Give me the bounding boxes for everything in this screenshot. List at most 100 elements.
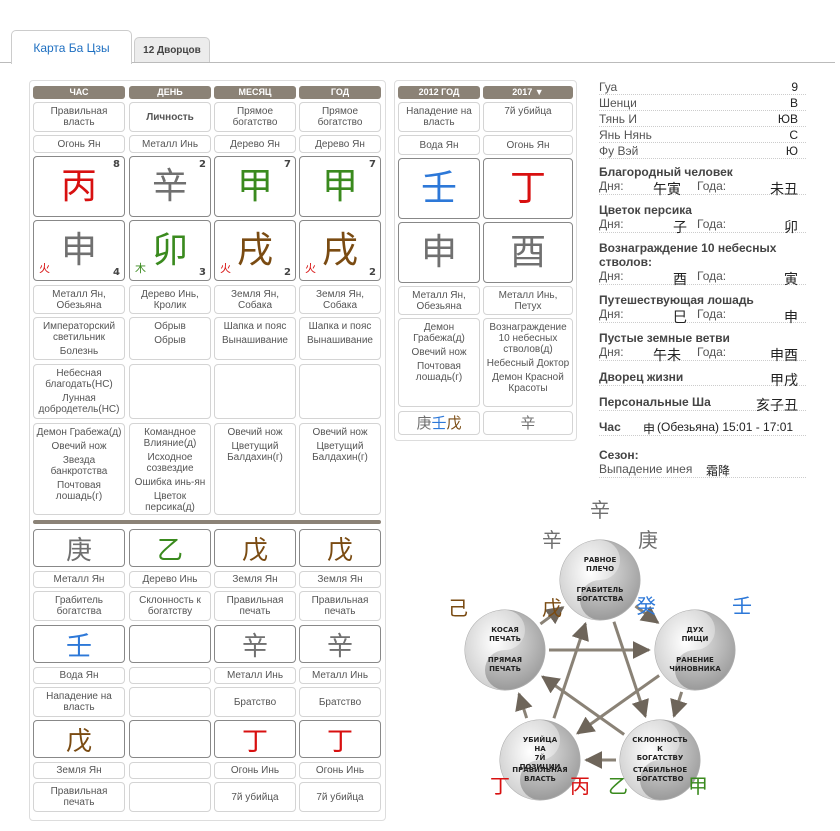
symbolic-star-text: Цветущий Балдахин(г) xyxy=(227,441,283,463)
hidden-stem-cell[interactable] xyxy=(129,625,211,663)
node-top-label: КОСАЯ xyxy=(491,626,519,634)
luck-branch-glyph: 申 xyxy=(420,231,457,273)
luck-stem-name: Огонь Ян xyxy=(483,135,573,155)
tab-bazi-chart[interactable]: Карта Ба Цзы xyxy=(11,30,132,64)
luck-header-dropdown[interactable]: 2017 ▼ xyxy=(483,86,573,99)
hidden-stem-cell[interactable]: 丁 xyxy=(214,720,296,758)
hidden-stem-cell[interactable]: 丁 xyxy=(299,720,381,758)
node-top-label: БОГАТСТВУ xyxy=(637,754,684,762)
wheel-stem-glyph: 辛 xyxy=(542,528,562,552)
branch-element-glyph: 木 xyxy=(135,262,146,275)
hidden-stem-name: Вода Ян xyxy=(33,667,125,684)
wheel-stem-glyph: 己 xyxy=(448,596,468,620)
day-label: Дня: xyxy=(599,269,624,283)
luck-stem-cell[interactable]: 丁 xyxy=(483,158,573,219)
wheel-stem-glyph: 庚 xyxy=(638,528,658,552)
luck-branch-cell[interactable]: 申 xyxy=(398,222,480,283)
hidden-stem-cell[interactable]: 壬 xyxy=(33,625,125,663)
info-row-label: Шенци xyxy=(599,96,637,110)
life-stage-text: Вынашивание xyxy=(222,335,288,346)
horse-year-value: 申 xyxy=(784,309,798,325)
hidden-stem-cell[interactable]: 辛 xyxy=(299,625,381,663)
branch-number: 2 xyxy=(369,267,376,278)
luck-stem-cell[interactable]: 壬 xyxy=(398,158,480,219)
hidden-stem-cell[interactable] xyxy=(129,720,211,758)
hour-glyph: 申 xyxy=(643,422,656,436)
branch-glyph: 戌 xyxy=(321,229,358,271)
luck-stem-name: Вода Ян xyxy=(398,135,480,155)
hidden-stem-role: Братство xyxy=(299,687,381,717)
peach-blossom-title: Цветок персика xyxy=(599,203,692,217)
controlling-arrow xyxy=(552,621,589,719)
void-year-value: 申酉 xyxy=(770,347,798,363)
node-top-label: ПИЩИ xyxy=(682,635,709,643)
life-stage-text: Шапка и пояс xyxy=(308,321,372,332)
wheel-stem-glyph: 辛 xyxy=(590,498,610,522)
hidden-stem-cell[interactable]: 戊 xyxy=(299,529,381,567)
section-separator xyxy=(33,520,381,524)
tab-bazi-chart-label: Карта Ба Цзы xyxy=(33,40,110,55)
branch-element-name: Металл Ян, Обезьяна xyxy=(33,285,125,314)
luck-hidden-glyph: 戊 xyxy=(446,414,462,432)
wheel-stem-glyph: 壬 xyxy=(732,594,752,618)
node-top-label: К xyxy=(657,745,663,753)
noble-year-value: 未丑 xyxy=(770,181,798,197)
hidden-stem-cell[interactable]: 辛 xyxy=(214,625,296,663)
node-bottom-label: РАНЕНИЕ xyxy=(676,656,714,664)
hour-text: (Обезьяна) 15:01 - 17:01 xyxy=(657,420,794,434)
pillar-header: ДЕНЬ xyxy=(129,86,211,99)
luck-branch-cell[interactable]: 酉 xyxy=(483,222,573,283)
yin-yang-light-half xyxy=(620,720,680,800)
controlling-arrow xyxy=(612,621,649,719)
luck-pillars-panel xyxy=(394,80,577,441)
yin-yang-light-half xyxy=(465,610,525,690)
stem-element-name: Огонь Ян xyxy=(33,135,125,153)
noble-stars-cell xyxy=(299,364,381,419)
hidden-stem-role: Братство xyxy=(214,687,296,717)
wheel-stem-glyph: 丁 xyxy=(490,774,510,798)
noble-day-value: 午寅 xyxy=(653,181,681,197)
year-label: Года: xyxy=(697,307,727,321)
branch-element-name: Земля Ян, Собака xyxy=(299,285,381,314)
noble-stars-cell: Небесная благодать(НС)Лунная добродетель… xyxy=(33,364,125,419)
void-day-value: 午未 xyxy=(653,347,681,363)
wheel-stem-glyph: 癸 xyxy=(636,594,656,618)
travel-horse-title: Путешествующая лошадь xyxy=(599,293,754,307)
tab-12-palaces[interactable]: 12 Дворцов xyxy=(134,37,210,63)
pillar-header: МЕСЯЦ xyxy=(214,86,296,99)
year-label: Года: xyxy=(697,345,727,359)
generating-arrow xyxy=(515,692,533,719)
node-bottom-label: БОГАТСТВО xyxy=(636,775,683,783)
info-row-value: С xyxy=(789,128,798,142)
hidden-stem-cell[interactable]: 戊 xyxy=(33,720,125,758)
hidden-stem-name: Земля Ян xyxy=(33,762,125,779)
hidden-stem-cell[interactable]: 庚 xyxy=(33,529,125,567)
luck-stars-cell: Вознаграждение 10 небесных стволов(д)Неб… xyxy=(483,318,573,407)
season-glyph: 霜降 xyxy=(706,464,731,478)
pillar-header: ГОД xyxy=(299,86,381,99)
node-bottom-label: ГРАБИТЕЛЬ xyxy=(577,586,624,594)
yin-yang-light-half xyxy=(500,720,560,800)
hidden-stem-role: Правильная печать xyxy=(299,591,381,621)
hidden-stem-cell[interactable]: 乙 xyxy=(129,529,211,567)
symbolic-star-text: Почтовая лошадь(г) xyxy=(55,480,103,502)
noble-star-text: Небесная благодать(НС) xyxy=(45,368,113,390)
life-stage-text: Шапка и пояс xyxy=(223,321,287,332)
luck-star-text: Демон Грабежа(д) xyxy=(413,322,465,344)
hidden-stem-cell[interactable]: 戊 xyxy=(214,529,296,567)
